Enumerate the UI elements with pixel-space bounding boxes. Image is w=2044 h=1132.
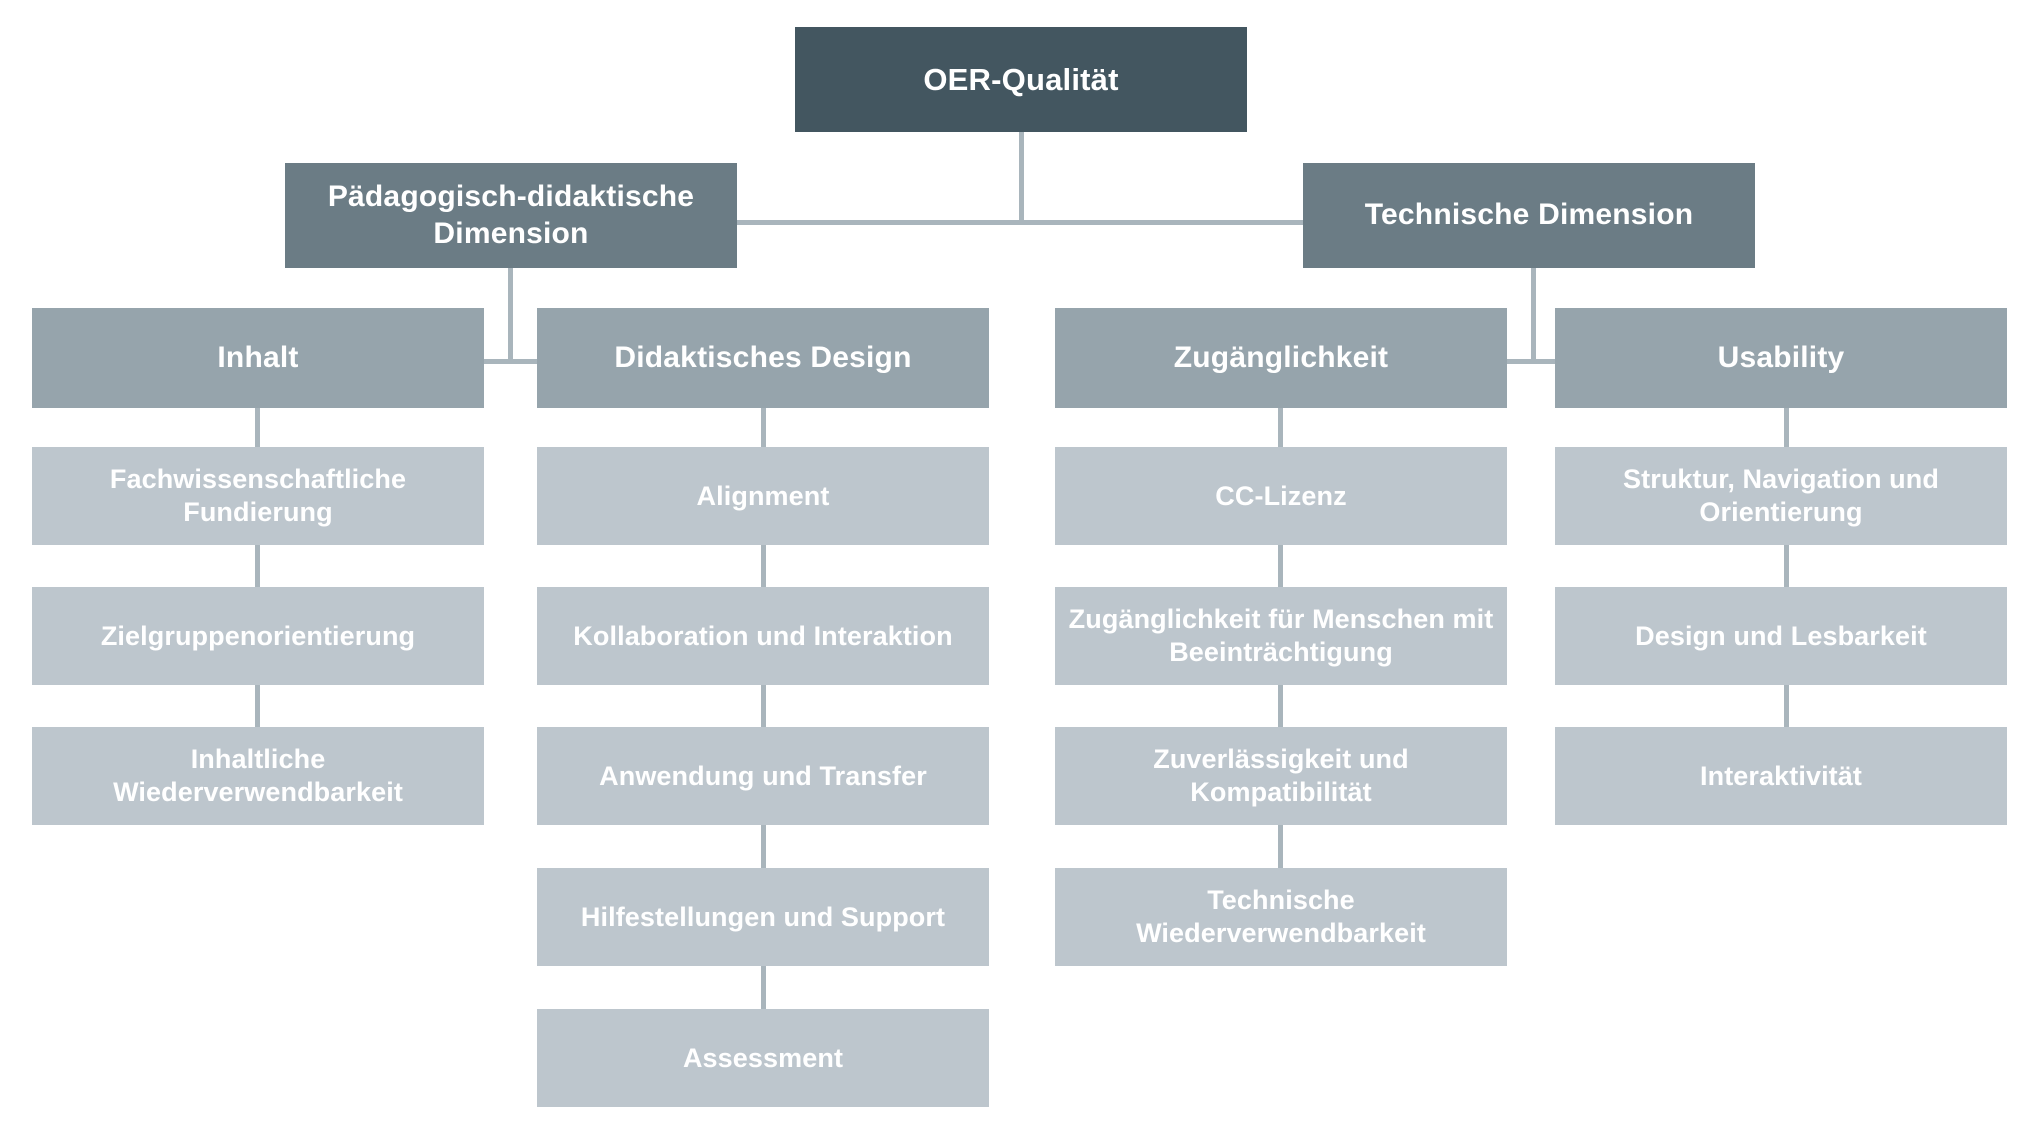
node-criterion-label: Kollaboration und Interaktion bbox=[573, 620, 953, 651]
node-criterion-label: Zugänglichkeit für Menschen mit Beeinträ… bbox=[1068, 604, 1494, 667]
node-category-zugaenglichkeit-label: Zugänglichkeit bbox=[1173, 340, 1389, 374]
node-criterion-interaktivitaet[interactable]: Interaktivität bbox=[1555, 727, 2007, 825]
node-root-oer-qualitaet[interactable]: OER-Qualität bbox=[795, 27, 1247, 132]
node-criterion-label: Assessment bbox=[682, 1042, 844, 1073]
node-category-usability-label: Usability bbox=[1717, 340, 1845, 374]
node-criterion-label: Alignment bbox=[696, 480, 830, 511]
connector-inhalt-spine bbox=[255, 408, 260, 740]
node-criterion-label: Zielgruppenorientierung bbox=[100, 620, 416, 651]
node-criterion-label: Anwendung und Transfer bbox=[599, 760, 927, 791]
node-criterion-label: Inhaltliche Wiederverwendbarkeit bbox=[113, 744, 403, 807]
node-criterion-struktur-navigation-orientierung[interactable]: Struktur, Navigation und Orientierung bbox=[1555, 447, 2007, 545]
node-category-usability[interactable]: Usability bbox=[1555, 308, 2007, 408]
node-criterion-technische-wiederverwendbarkeit[interactable]: Technische Wiederverwendbarkeit bbox=[1055, 868, 1507, 966]
node-criterion-label: Design und Lesbarkeit bbox=[1635, 620, 1927, 651]
node-root-label: OER-Qualität bbox=[923, 61, 1119, 97]
node-criterion-anwendung-und-transfer[interactable]: Anwendung und Transfer bbox=[537, 727, 989, 825]
connector-root-stem bbox=[1019, 131, 1024, 223]
node-criterion-cc-lizenz[interactable]: CC-Lizenz bbox=[1055, 447, 1507, 545]
node-criterion-label: Zuverlässigkeit und Kompatibilität bbox=[1153, 744, 1409, 807]
node-criterion-label: Interaktivität bbox=[1700, 760, 1862, 791]
node-category-inhalt-label: Inhalt bbox=[217, 340, 299, 374]
node-criterion-fachwissenschaftliche-fundierung[interactable]: Fachwissenschaftliche Fundierung bbox=[32, 447, 484, 545]
node-criterion-inhaltliche-wiederverwendbarkeit[interactable]: Inhaltliche Wiederverwendbarkeit bbox=[32, 727, 484, 825]
connector-usability-spine bbox=[1784, 408, 1789, 740]
connector-technical-category-bus bbox=[1281, 359, 1786, 364]
node-criterion-alignment[interactable]: Alignment bbox=[537, 447, 989, 545]
node-criterion-hilfestellungen-und-support[interactable]: Hilfestellungen und Support bbox=[537, 868, 989, 966]
node-criterion-label: Technische Wiederverwendbarkeit bbox=[1136, 885, 1426, 948]
connector-didaktisches-design-spine bbox=[761, 408, 766, 1011]
node-criterion-zuverlaessigkeit-und-kompatibilitaet[interactable]: Zuverlässigkeit und Kompatibilität bbox=[1055, 727, 1507, 825]
node-category-inhalt[interactable]: Inhalt bbox=[32, 308, 484, 408]
node-criterion-label: Fachwissenschaftliche Fundierung bbox=[109, 464, 407, 527]
connector-pedagogical-category-bus bbox=[258, 359, 763, 364]
node-dimension-pedagogical[interactable]: Pädagogisch-didaktische Dimension bbox=[285, 163, 737, 268]
node-criterion-label: CC-Lizenz bbox=[1215, 480, 1347, 511]
node-criterion-zielgruppenorientierung[interactable]: Zielgruppenorientierung bbox=[32, 587, 484, 685]
node-category-didaktisches-design-label: Didaktisches Design bbox=[614, 340, 912, 374]
node-criterion-kollaboration-und-interaktion[interactable]: Kollaboration und Interaktion bbox=[537, 587, 989, 685]
node-category-didaktisches-design[interactable]: Didaktisches Design bbox=[537, 308, 989, 408]
node-category-zugaenglichkeit[interactable]: Zugänglichkeit bbox=[1055, 308, 1507, 408]
connector-pedagogical-stem bbox=[508, 268, 513, 364]
node-dimension-technical-label: Technische Dimension bbox=[1364, 198, 1694, 232]
connector-technical-stem bbox=[1531, 268, 1536, 364]
connector-dimension-bus bbox=[735, 220, 1305, 225]
node-criterion-design-und-lesbarkeit[interactable]: Design und Lesbarkeit bbox=[1555, 587, 2007, 685]
node-criterion-assessment[interactable]: Assessment bbox=[537, 1009, 989, 1107]
node-dimension-technical[interactable]: Technische Dimension bbox=[1303, 163, 1755, 268]
node-dimension-pedagogical-label: Pädagogisch-didaktische Dimension bbox=[327, 179, 695, 250]
node-criterion-label: Hilfestellungen und Support bbox=[580, 901, 946, 932]
node-criterion-zugaenglichkeit-beeintraechtigung[interactable]: Zugänglichkeit für Menschen mit Beeinträ… bbox=[1055, 587, 1507, 685]
node-criterion-label: Struktur, Navigation und Orientierung bbox=[1623, 464, 1939, 527]
